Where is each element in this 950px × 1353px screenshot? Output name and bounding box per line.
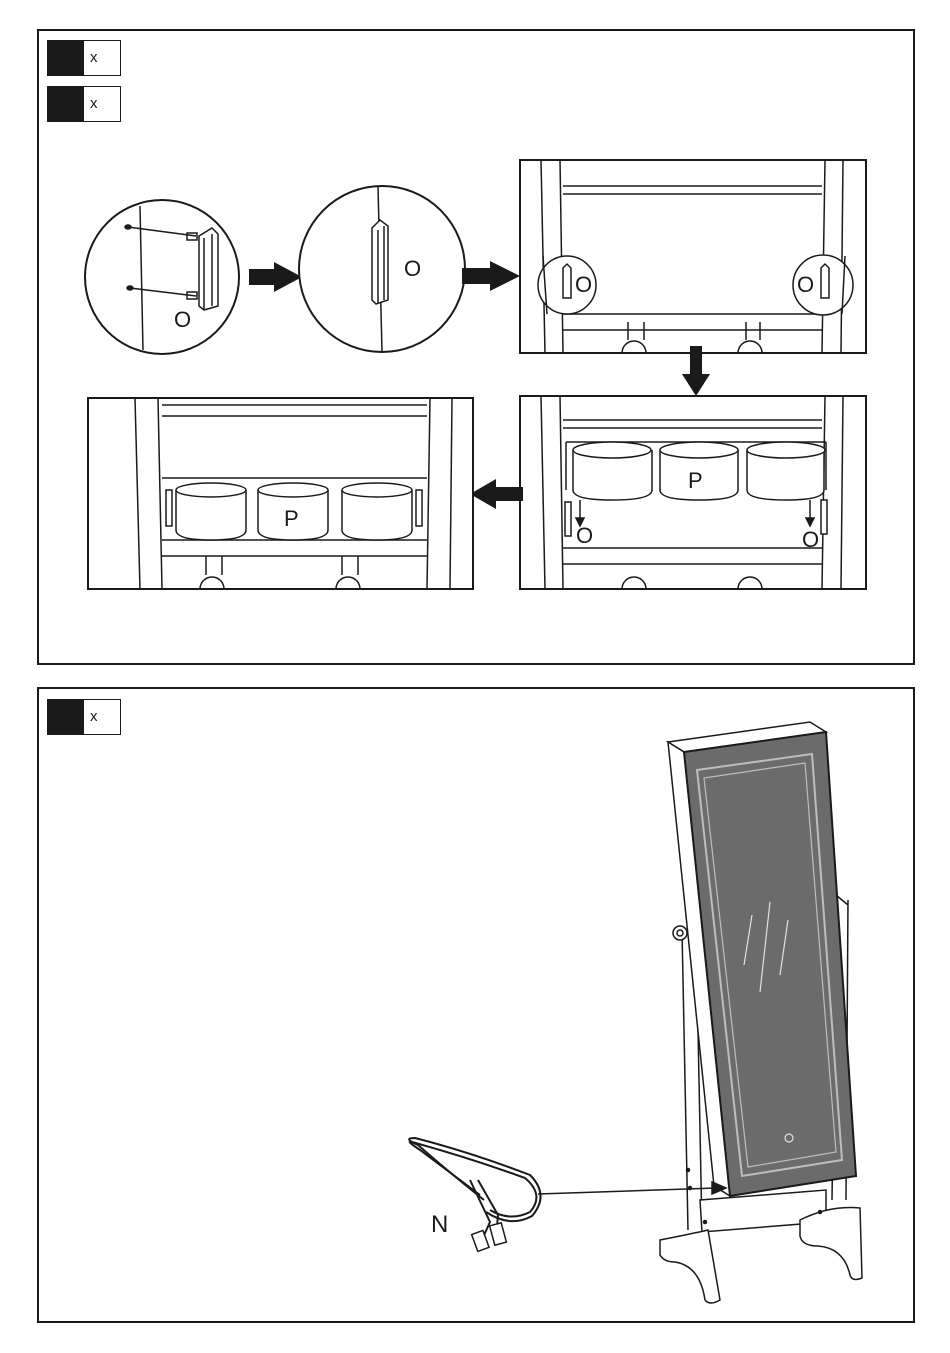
step-panel-2	[37, 687, 915, 1323]
part-swatch	[48, 700, 84, 734]
label-o-frame-left: O	[575, 272, 592, 297]
frame-view-basket-installed	[88, 398, 473, 589]
label-o-circle2: O	[404, 256, 421, 281]
detail-circle-screws	[85, 200, 239, 354]
label-p-frame-left: P	[284, 506, 299, 531]
detail-circle-installed	[299, 186, 465, 352]
label-p-frame-right: P	[688, 468, 703, 493]
part-badge-cable-n: x	[47, 699, 121, 735]
frame-view-brackets	[520, 160, 866, 353]
part-quantity: x	[90, 708, 98, 725]
label-o-circle1: O	[174, 307, 191, 332]
label-o-frame-right: O	[797, 272, 814, 297]
label-o-bottom-right: O	[802, 527, 819, 552]
label-o-bottom-left: O	[576, 523, 593, 548]
step1-illustration: O O O O P O O P	[0, 0, 950, 665]
